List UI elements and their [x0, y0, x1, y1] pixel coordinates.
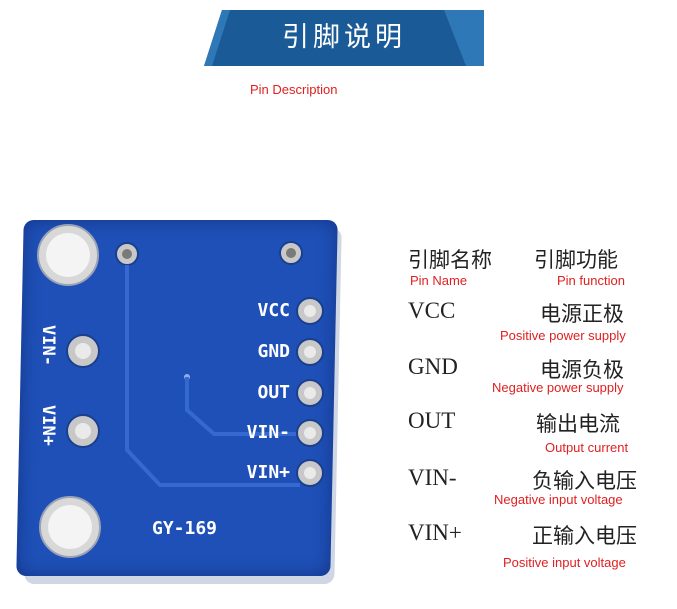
board-label-gnd: GND — [257, 341, 290, 362]
pad-vin-plus — [296, 459, 324, 487]
page-title: 引脚说明 — [282, 22, 406, 53]
row-pin-function: 正输入电压 — [532, 524, 637, 548]
left-pad-vin-minus — [66, 334, 100, 368]
page-subtitle: Pin Description — [250, 82, 338, 97]
col-head-pin-function: 引脚功能 — [534, 248, 618, 272]
board-label-out: OUT — [257, 382, 290, 403]
row-pin-name: GND — [408, 354, 458, 379]
board-side-label-vin-minus: VIN- — [38, 325, 58, 366]
left-pad-vin-plus — [66, 414, 100, 448]
pad-gnd — [296, 338, 324, 366]
row-pin-name: OUT — [408, 408, 456, 433]
col-head-pin-name-en: Pin Name — [410, 273, 468, 288]
row-pin-function-en: Negative input voltage — [494, 492, 623, 507]
title-banner: 引脚说明 — [204, 10, 484, 66]
row-pin-function-en: Output current — [545, 440, 629, 455]
board-side-label-vin-plus: VIN+ — [38, 405, 58, 446]
row-pin-name: VIN+ — [408, 520, 462, 545]
row-pin-function-en: Negative power supply — [492, 380, 624, 395]
row-pin-function-en: Positive power supply — [500, 328, 626, 343]
row-pin-function: 电源正极 — [540, 302, 624, 326]
board-label-vin-plus: VIN+ — [246, 462, 290, 483]
col-head-pin-name: 引脚名称 — [408, 248, 492, 272]
row-pin-function: 电源负极 — [540, 358, 624, 382]
pad-vin-minus — [296, 419, 324, 447]
mounting-hole-top-left — [37, 224, 99, 286]
col-head-pin-function-en: Pin function — [557, 273, 625, 288]
trace-vin-minus — [185, 377, 300, 436]
row-pin-function: 负输入电压 — [532, 469, 637, 493]
board-label-vin-minus: VIN- — [246, 422, 290, 443]
board-label-vcc: VCC — [257, 300, 290, 321]
row-pin-function-en: Positive input voltage — [503, 555, 626, 570]
pad-out — [296, 379, 324, 407]
trace-vin-plus — [125, 265, 300, 487]
row-pin-function: 输出电流 — [536, 412, 620, 436]
row-pin-name: VCC — [408, 298, 456, 323]
banner-shape — [204, 10, 484, 66]
mounting-hole-bottom-left — [39, 496, 101, 558]
row-pin-name: VIN- — [408, 465, 457, 490]
pad-vcc — [296, 297, 324, 325]
board-model-label: GY-169 — [152, 518, 218, 539]
